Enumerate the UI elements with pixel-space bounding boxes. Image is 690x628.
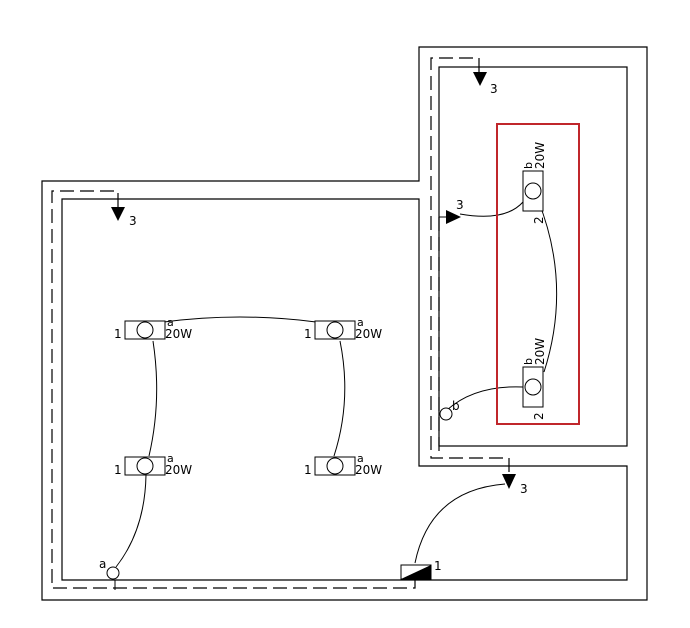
wiring bbox=[115, 199, 558, 568]
lamp-power: 20W bbox=[165, 463, 192, 477]
switch-label: b bbox=[452, 399, 460, 413]
conduit-runs bbox=[51, 57, 510, 590]
conduit-right-loop bbox=[430, 57, 510, 474]
outlet-label: 3 bbox=[490, 82, 498, 96]
lamp-circuit: 2 bbox=[532, 412, 546, 420]
lamp-icon bbox=[326, 457, 344, 475]
outlet-corridor[interactable]: 3 bbox=[502, 474, 528, 496]
inner-wall-main bbox=[61, 198, 628, 581]
lamp-tl[interactable]: 1 a 20W bbox=[114, 316, 192, 341]
outlet-label: 3 bbox=[520, 482, 528, 496]
outlet-label: 3 bbox=[456, 198, 464, 212]
lamp-icon bbox=[326, 321, 344, 339]
outlet-top[interactable]: 3 bbox=[473, 72, 498, 96]
outlet-icon bbox=[111, 207, 125, 221]
lamp-bl[interactable]: 1 a 20W bbox=[114, 452, 192, 477]
wire-lamp-tr-br bbox=[333, 340, 346, 457]
lamp-circuit: 1 bbox=[304, 463, 312, 477]
outer-wall bbox=[41, 46, 648, 601]
outlet-icon bbox=[502, 474, 516, 489]
highlight-box bbox=[496, 123, 580, 425]
lamp-br[interactable]: 1 a 20W bbox=[304, 452, 382, 477]
lamp-power: 20W bbox=[355, 463, 382, 477]
lamp-circuit: 1 bbox=[304, 327, 312, 341]
lamp-group: b bbox=[522, 358, 535, 365]
wire-panel-outlet bbox=[414, 483, 506, 564]
wire-lamp-rt-rb bbox=[537, 199, 558, 373]
lamp-icon bbox=[136, 321, 154, 339]
switch-label: a bbox=[99, 557, 106, 571]
lamp-power: 20W bbox=[165, 327, 192, 341]
lamp-icon bbox=[136, 457, 154, 475]
walls bbox=[41, 46, 648, 601]
wire-outlet-lamp-rt bbox=[459, 201, 524, 217]
conduit-left-loop bbox=[51, 190, 416, 589]
lamp-power: 20W bbox=[533, 142, 547, 169]
lamp-power: 20W bbox=[355, 327, 382, 341]
lamp-group: a bbox=[357, 316, 364, 329]
lamp-rb[interactable]: b 20W 2 bbox=[522, 338, 547, 420]
switch-a[interactable]: a bbox=[99, 557, 120, 580]
lamp-icon bbox=[524, 378, 542, 396]
lamp-group: a bbox=[167, 316, 174, 329]
switch-b[interactable]: b bbox=[439, 399, 460, 421]
switch-icon bbox=[106, 566, 120, 580]
lamp-group: b bbox=[522, 162, 535, 169]
outlet-icon bbox=[446, 210, 461, 224]
switch-icon bbox=[439, 407, 453, 421]
lamp-rt[interactable]: b 20W 2 bbox=[522, 142, 547, 224]
outlet-icon bbox=[473, 72, 487, 86]
wire-lamp-tl-tr bbox=[163, 316, 317, 323]
wire-lamp-bl-switch bbox=[115, 474, 147, 568]
lamp-icon bbox=[524, 182, 542, 200]
wire-switch-lamp-rb bbox=[446, 386, 524, 411]
outlet-right-room[interactable]: 3 bbox=[439, 198, 464, 224]
wire-lamp-tl-bl bbox=[148, 340, 158, 457]
lamp-circuit: 1 bbox=[114, 463, 122, 477]
lamp-circuit: 2 bbox=[532, 216, 546, 224]
panel-icon bbox=[401, 565, 431, 579]
panel-label: 1 bbox=[434, 559, 442, 573]
distribution-panel[interactable]: 1 bbox=[400, 559, 442, 580]
lamp-group: a bbox=[167, 452, 174, 465]
lamp-tr[interactable]: 1 a 20W bbox=[304, 316, 382, 341]
inner-wall-right-room bbox=[438, 66, 628, 447]
lamp-group: a bbox=[357, 452, 364, 465]
lamp-power: 20W bbox=[533, 338, 547, 365]
outlet-label: 3 bbox=[129, 214, 137, 228]
outlet-left-room[interactable]: 3 bbox=[111, 207, 137, 228]
lamp-circuit: 1 bbox=[114, 327, 122, 341]
